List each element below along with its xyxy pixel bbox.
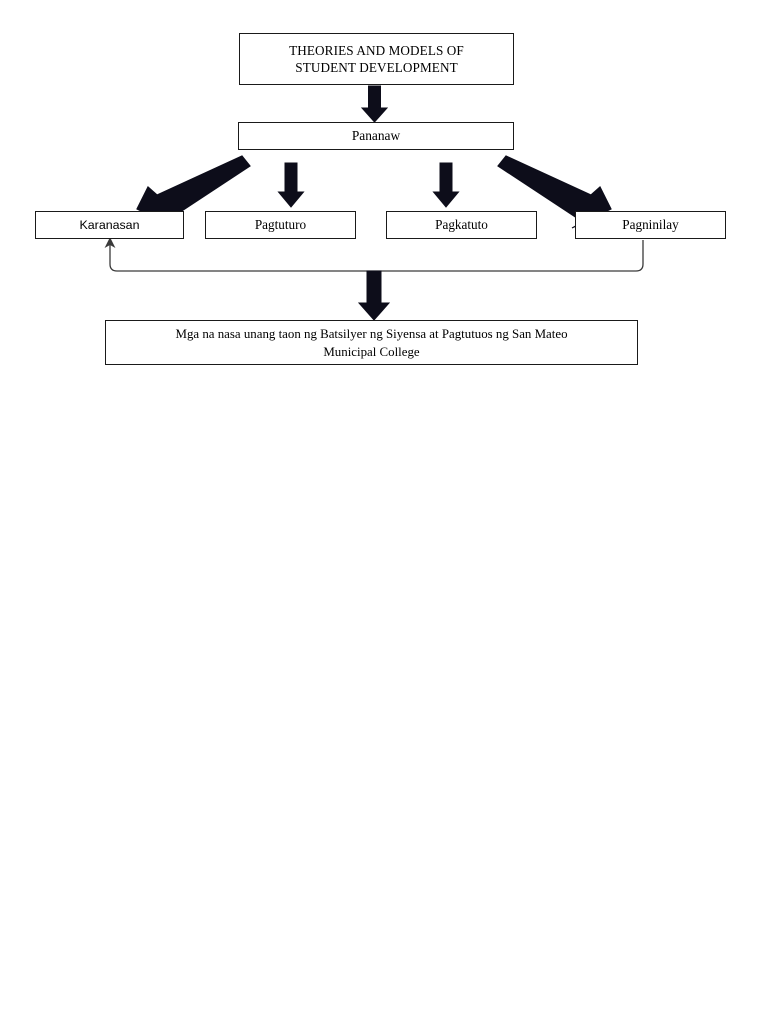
- node-pagtuturo: Pagtuturo: [205, 211, 356, 239]
- node-theories-line2: STUDENT DEVELOPMENT: [295, 60, 458, 75]
- node-pagninilay-label: Pagninilay: [622, 217, 679, 232]
- node-outcome-line1: Mga na nasa unang taon ng Batsilyer ng S…: [175, 326, 568, 341]
- node-karanasan-label: Karanasan: [79, 218, 140, 232]
- node-outcome-population: Mga na nasa unang taon ng Batsilyer ng S…: [105, 320, 638, 365]
- node-pananaw-label: Pananaw: [351, 128, 401, 143]
- arrow-pagninilay-feedback-to-karanasan: [104, 237, 644, 272]
- arrow-branches-to-outcome: [357, 270, 391, 321]
- arrow-root-to-pananaw: [360, 85, 389, 123]
- arrow-pananaw-to-pagtuturo: [277, 162, 305, 208]
- node-pagkatuto: Pagkatuto: [386, 211, 537, 239]
- node-theories-and-models: THEORIES AND MODELS OF STUDENT DEVELOPMEN…: [239, 33, 514, 85]
- node-pananaw: Pananaw: [238, 122, 514, 150]
- arrow-pananaw-to-pagkatuto: [432, 162, 460, 208]
- node-theories-label: THEORIES AND MODELS OF STUDENT DEVELOPMEN…: [240, 42, 513, 76]
- node-karanasan: Karanasan: [35, 211, 184, 239]
- node-theories-line1: THEORIES AND MODELS OF: [289, 43, 464, 58]
- node-pagkatuto-label: Pagkatuto: [435, 217, 488, 232]
- node-pagtuturo-label: Pagtuturo: [254, 217, 307, 232]
- node-pagninilay: Pagninilay: [575, 211, 726, 239]
- node-outcome-label: Mga na nasa unang taon ng Batsilyer ng S…: [106, 325, 637, 361]
- node-outcome-line2: Municipal College: [323, 344, 420, 359]
